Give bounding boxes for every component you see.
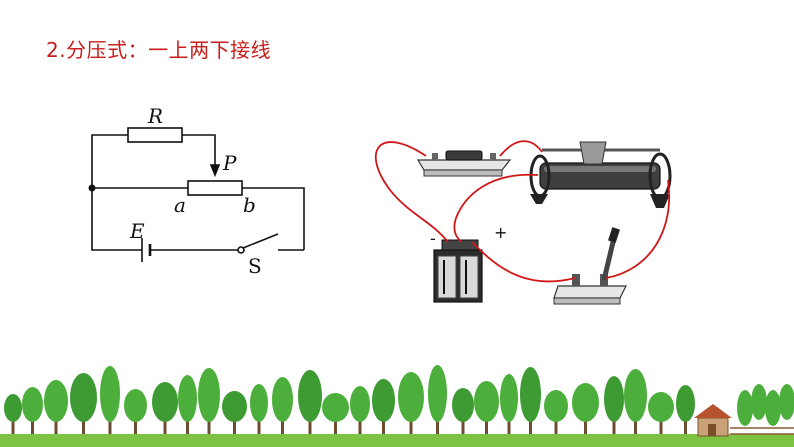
grass-strip [0, 434, 794, 447]
tree-crown [124, 389, 147, 422]
tree-crown [44, 380, 68, 422]
slider-arrow [209, 164, 221, 178]
tree-crown [222, 391, 247, 422]
slide-title: 2.分压式：一上两下接线 [46, 38, 272, 62]
schematic-wire-top [91, 134, 128, 188]
rheostat-slider [579, 141, 607, 165]
tree-trunk [31, 420, 34, 434]
battery-positive-label: + [494, 223, 507, 242]
sliding-rheostat [529, 141, 672, 208]
label-b: b [243, 193, 256, 217]
tree-scenery [0, 365, 794, 447]
tree-crown [22, 387, 43, 422]
tree-crown [624, 369, 647, 422]
tree-trunk [684, 420, 687, 434]
label-s: S [248, 254, 262, 278]
tree-trunk [54, 420, 58, 434]
tree-crown [70, 373, 97, 422]
tree-trunk [233, 420, 236, 434]
physical-apparatus: - + [374, 140, 672, 305]
tree-trunk [11, 420, 15, 434]
switch-pivot [237, 246, 245, 254]
fence [730, 427, 794, 435]
tree-trunk [507, 420, 511, 434]
tree-trunk [634, 420, 637, 434]
tree-crown [428, 365, 447, 422]
tree-trunk [134, 420, 137, 434]
label-r: R [147, 104, 163, 128]
battery-negative-label: - [430, 229, 436, 248]
tree-trunk [207, 420, 211, 434]
tree-crown [250, 384, 268, 422]
tree-crown [272, 377, 293, 422]
tree-crown [648, 392, 674, 422]
tree-row [4, 365, 794, 434]
rheostat-symbol [187, 180, 243, 196]
tree-crown [474, 381, 499, 422]
tree-crown [544, 390, 568, 422]
tree-trunk [308, 420, 312, 434]
tree-trunk [334, 420, 337, 434]
tree-trunk [659, 420, 663, 434]
tree-crown [676, 385, 695, 422]
schematic-wire-bottom-left [91, 188, 142, 251]
tree-crown [572, 383, 599, 422]
tree-trunk [529, 420, 532, 434]
tree-trunk [358, 420, 362, 434]
farm-house [694, 404, 732, 437]
wire-resistor-to-rheostat [499, 140, 543, 157]
tree-crown [4, 394, 22, 422]
tree-crown [178, 375, 197, 422]
tree-trunk [281, 420, 284, 434]
wire-resistor-to-battery [374, 141, 449, 243]
tree-crown [298, 370, 322, 422]
tree-crown [100, 366, 120, 422]
junction-dot [88, 184, 96, 192]
tree-crown [350, 386, 370, 422]
wire-rheostat-to-battery [453, 173, 539, 243]
tree-crown [452, 388, 474, 422]
tree-trunk [485, 420, 488, 434]
tree-trunk [108, 420, 112, 434]
label-e: E [129, 219, 145, 243]
label-p: P [222, 151, 237, 175]
wire-battery-to-switch [471, 241, 576, 283]
battery-pack [433, 239, 483, 303]
tree-crown [737, 390, 753, 426]
label-a: a [174, 193, 186, 217]
resistor-r-symbol [127, 127, 183, 143]
schematic-wire-right [242, 187, 305, 250]
tree-trunk [554, 420, 558, 434]
tree-crown [500, 374, 518, 422]
tree-trunk [584, 420, 587, 434]
tree-crown [398, 372, 424, 422]
tree-crown [751, 384, 767, 420]
tree-crown [372, 379, 395, 422]
tree-trunk [257, 420, 261, 434]
tree-trunk [382, 420, 385, 434]
tree-trunk [436, 420, 439, 434]
switch-blade [242, 233, 279, 249]
tree-trunk [461, 420, 465, 434]
knife-switch [553, 227, 627, 305]
tree-crown [322, 393, 349, 422]
tree-trunk [163, 420, 167, 434]
tree-crown [765, 390, 781, 426]
tree-crown [604, 376, 624, 422]
voltage-divider-schematic: R P a b E S [88, 104, 305, 278]
tree-crown [779, 384, 794, 420]
schematic-wire-to-slider [182, 134, 216, 167]
tree-crown [520, 367, 541, 422]
tree-trunk [186, 420, 189, 434]
tree-crown [152, 382, 178, 422]
resistor-board [416, 150, 512, 177]
tree-trunk [612, 420, 616, 434]
connecting-wires [374, 140, 670, 283]
tree-trunk [409, 420, 413, 434]
wire-rheostat-to-switch [605, 179, 670, 279]
tree-crown [198, 368, 220, 422]
tree-trunk [82, 420, 85, 434]
